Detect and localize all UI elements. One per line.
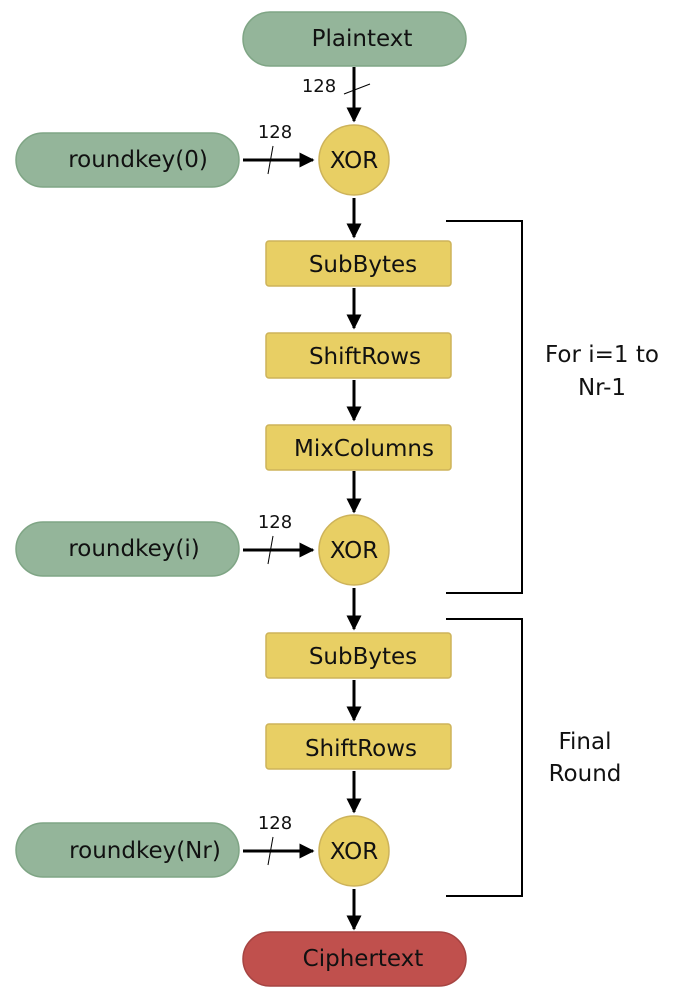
xor0-node: XOR [318, 124, 390, 196]
roundkey-i-node: roundkey(i) [15, 521, 240, 577]
shiftrows2-node: ShiftRows [265, 723, 452, 770]
bus-slash [267, 145, 274, 175]
bus-slash [343, 83, 371, 95]
mixcolumns-label: MixColumns [294, 436, 434, 462]
plaintext-node: Plaintext [242, 11, 467, 67]
final-round-bracket: Final Round [446, 618, 622, 897]
xor-i-node: XOR [318, 514, 390, 586]
roundkey0-label: roundkey(0) [68, 147, 208, 173]
shiftrows1-node: ShiftRows [265, 332, 452, 379]
arrow-roundkey0-to-xor0: 128 [243, 122, 315, 175]
roundkey0-node: roundkey(0) [15, 132, 240, 188]
loop-round-label-line1: For i=1 to [545, 342, 659, 368]
shiftrows2-label: ShiftRows [305, 736, 417, 762]
subbytes1-label: SubBytes [309, 252, 417, 278]
shiftrows1-label: ShiftRows [309, 344, 421, 370]
final-round-label-line2: Round [549, 761, 622, 787]
subbytes2-label: SubBytes [309, 644, 417, 670]
loop-round-label-line2: Nr-1 [578, 375, 626, 401]
xor-nr-node: XOR [318, 815, 390, 887]
xor-nr-label: XOR [330, 839, 378, 865]
roundkey-nr-node: roundkey(Nr) [15, 822, 240, 878]
roundkey-nr-label: roundkey(Nr) [69, 838, 221, 864]
ciphertext-label: Ciphertext [303, 946, 424, 972]
bus-width-label: 128 [258, 512, 292, 533]
loop-round-bracket: For i=1 to Nr-1 [446, 220, 659, 594]
roundkey-i-label: roundkey(i) [68, 536, 199, 562]
bus-width-label: 128 [302, 76, 336, 97]
bus-width-label: 128 [258, 813, 292, 834]
arrow-roundkey-nr-to-xor-nr: 128 [243, 813, 315, 866]
subbytes2-node: SubBytes [265, 632, 452, 679]
subbytes1-node: SubBytes [265, 240, 452, 287]
mixcolumns-node: MixColumns [265, 424, 452, 471]
arrow-roundkey-i-to-xor-i: 128 [243, 512, 315, 565]
xor-i-label: XOR [330, 538, 378, 564]
bus-slash [267, 836, 274, 866]
ciphertext-node: Ciphertext [242, 931, 467, 987]
bus-slash [267, 535, 274, 565]
final-round-label-line1: Final [558, 729, 611, 755]
arrow-plaintext-to-xor0: 128 [302, 67, 371, 123]
plaintext-label: Plaintext [312, 26, 413, 52]
bus-width-label: 128 [258, 122, 292, 143]
xor0-label: XOR [330, 148, 378, 174]
